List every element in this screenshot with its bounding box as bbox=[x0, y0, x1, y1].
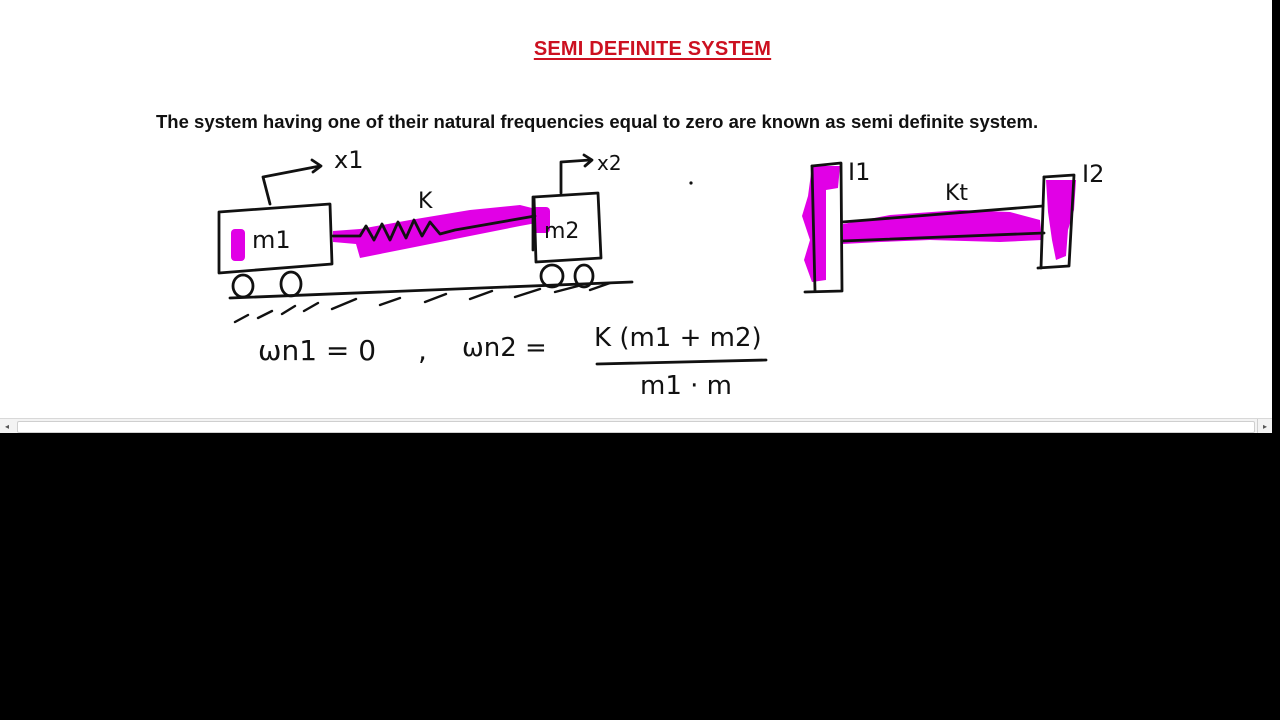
equation-wn2-numerator: K (m1 + m2) bbox=[594, 323, 762, 353]
rotor1 bbox=[803, 161, 844, 294]
fraction-bar bbox=[595, 358, 768, 366]
inertia2-label: I2 bbox=[1082, 160, 1104, 188]
equation-separator: , bbox=[418, 334, 427, 367]
stray-ink-dot bbox=[689, 181, 693, 185]
equation-wn2-denominator: m1 · m bbox=[640, 371, 732, 401]
horizontal-scrollbar[interactable]: ◂ ▸ bbox=[0, 418, 1272, 433]
scrollbar-thumb[interactable] bbox=[17, 421, 1255, 433]
spring-label: K bbox=[418, 189, 433, 214]
shaft bbox=[840, 204, 1046, 243]
x1-label: x1 bbox=[334, 146, 363, 174]
x2-label: x2 bbox=[597, 151, 622, 175]
scroll-left-arrow-icon[interactable]: ◂ bbox=[4, 421, 9, 431]
natural-frequency-equations: ωn1 = 0 , ωn2 = K (m1 + m2) m1 · m bbox=[258, 323, 768, 401]
scroll-right-arrow-icon[interactable]: ▸ bbox=[1257, 419, 1272, 433]
empty-black-area bbox=[0, 433, 1280, 720]
equation-wn1: ωn1 = 0 bbox=[258, 334, 376, 367]
mass2-label: m2 bbox=[544, 219, 579, 244]
mass1-label: m1 bbox=[252, 226, 291, 254]
inertia1-label: I1 bbox=[848, 158, 870, 186]
handwritten-diagrams: m1 m2 K x1 x2 I1 I2 Kt bbox=[217, 146, 1104, 401]
rotor2 bbox=[1036, 173, 1076, 270]
shaft-stiffness-label: Kt bbox=[945, 181, 968, 206]
linear-two-mass-diagram: m1 m2 K x1 x2 bbox=[217, 146, 634, 324]
mass2-box bbox=[532, 191, 603, 264]
equation-wn2-lhs: ωn2 = bbox=[462, 333, 547, 363]
page-title: SEMI DEFINITE SYSTEM bbox=[533, 38, 772, 60]
torsional-two-rotor-diagram: I1 I2 Kt bbox=[802, 158, 1104, 294]
right-border bbox=[1272, 0, 1280, 433]
definition-text: The system having one of their natural f… bbox=[156, 111, 1039, 132]
mass1-box bbox=[217, 202, 334, 275]
document-viewport: SEMI DEFINITE SYSTEM The system having o… bbox=[0, 0, 1272, 433]
